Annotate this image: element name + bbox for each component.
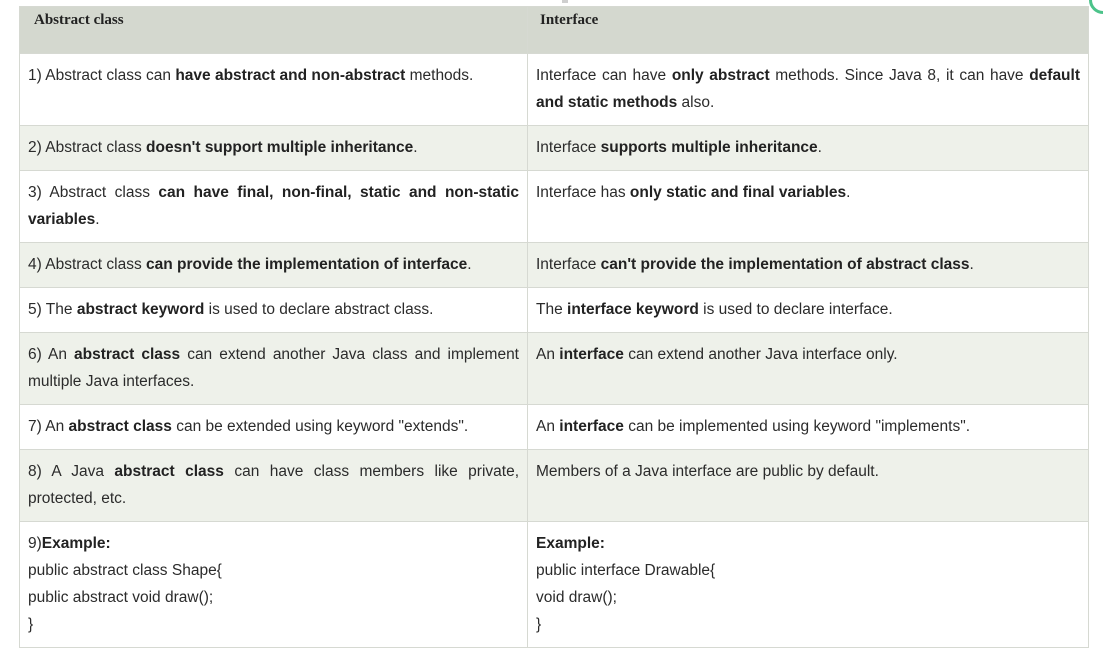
bold-text: abstract keyword [76,301,205,318]
cell-text: Interface [536,139,601,156]
example-label: Example: [536,535,605,552]
code-line: } [28,616,34,633]
cell-text: . [817,139,822,156]
bold-text: doesn't support multiple inheritance [146,139,414,156]
cell-text: . [95,211,100,228]
top-divider-mark [562,0,568,3]
cell-text: An [536,418,560,435]
bold-text: interface [559,346,624,363]
cell-text: also. [677,94,715,111]
code-line: } [536,616,542,633]
cell-text: 5) The [28,301,77,318]
cell-text: 2) Abstract class [28,139,147,156]
cell-text: 7) An [28,418,69,435]
cell-text: 6) An [28,346,74,363]
cell-text: can extend another Java class and implem… [28,346,519,390]
cell-interface: An interface can be implemented using ke… [527,404,1089,450]
example-row: 9)Example: public abstract class Shape{ … [19,521,1089,648]
table-row: 6) An abstract class can extend another … [19,332,1089,405]
example-number: 9) [28,535,42,552]
bold-text: abstract class [68,418,172,435]
cell-text: is used to declare interface. [698,301,893,318]
cell-interface: Interface can have only abstract methods… [527,53,1089,126]
corner-badge-icon [1089,0,1103,14]
bold-text: can have final, non-final, static and no… [28,184,520,228]
cell-abstract: 1) Abstract class can have abstract and … [19,53,528,126]
cell-abstract: 2) Abstract class doesn't support multip… [19,125,528,171]
table-header-row: Abstract class Interface [19,6,1089,54]
cell-abstract: 7) An abstract class can be extended usi… [19,404,528,450]
table-row: 3) Abstract class can have final, non-fi… [19,170,1089,243]
cell-text: An [536,346,560,363]
cell-abstract: 5) The abstract keyword is used to decla… [19,287,528,333]
code-line: void draw(); [536,589,617,606]
bold-text: have abstract and non-abstract [175,67,406,84]
code-line: public interface Drawable{ [536,562,716,579]
bold-text: interface keyword [567,301,699,318]
bold-text: supports multiple inheritance [600,139,818,156]
cell-text: . [413,139,418,156]
cell-text: 4) Abstract class [28,256,147,273]
code-line: public abstract void draw(); [28,589,214,606]
example-abstract-cell: 9)Example: public abstract class Shape{ … [19,521,528,648]
table-row: 8) A Java abstract class can have class … [19,449,1089,522]
cell-text: Members of a Java interface are public b… [536,463,879,480]
table-row: 2) Abstract class doesn't support multip… [19,125,1089,171]
cell-text: The [536,301,568,318]
cell-text: . [467,256,472,273]
header-interface: Interface [527,6,1089,54]
cell-text: 1) Abstract class can [28,67,176,84]
cell-text: is used to declare abstract class. [204,301,434,318]
cell-text: Interface [536,256,601,273]
bold-text: can provide the implementation of interf… [146,256,468,273]
table-row: 1) Abstract class can have abstract and … [19,53,1089,126]
comparison-table: Abstract class Interface 1) Abstract cla… [19,6,1089,648]
cell-abstract: 4) Abstract class can provide the implem… [19,242,528,288]
cell-text: can extend another Java interface only. [623,346,898,363]
table-row: 4) Abstract class can provide the implem… [19,242,1089,288]
bold-text: only abstract [671,67,770,84]
code-line: public abstract class Shape{ [28,562,222,579]
cell-interface: The interface keyword is used to declare… [527,287,1089,333]
cell-interface: Interface supports multiple inheritance. [527,125,1089,171]
cell-text: can be extended using keyword "extends". [171,418,469,435]
table-row: 5) The abstract keyword is used to decla… [19,287,1089,333]
cell-text: can have class members like private, pro… [28,463,520,507]
cell-text: . [969,256,974,273]
bold-text: abstract class [114,463,224,480]
table-row: 7) An abstract class can be extended usi… [19,404,1089,450]
cell-text: Interface can have [536,67,672,84]
header-abstract-class: Abstract class [19,6,528,54]
bold-text: abstract class [73,346,181,363]
cell-interface: Interface has only static and final vari… [527,170,1089,243]
bold-text: interface [559,418,624,435]
example-interface-cell: Example: public interface Drawable{ void… [527,521,1089,648]
cell-text: . [846,184,851,201]
cell-text: can be implemented using keyword "implem… [623,418,971,435]
cell-text: 3) Abstract class [28,184,159,201]
bold-text: default and static methods [536,67,1080,111]
cell-interface: Interface can't provide the implementati… [527,242,1089,288]
example-label: Example: [41,535,111,552]
bold-text: can't provide the implementation of abst… [600,256,970,273]
cell-interface: An interface can extend another Java int… [527,332,1089,405]
cell-interface: Members of a Java interface are public b… [527,449,1089,522]
cell-text: methods. Since Java 8, it can have [769,67,1030,84]
cell-text: 8) A Java [28,463,115,480]
cell-abstract: 8) A Java abstract class can have class … [19,449,528,522]
cell-text: methods. [405,67,474,84]
bold-text: only static and final variables [629,184,847,201]
cell-abstract: 3) Abstract class can have final, non-fi… [19,170,528,243]
cell-abstract: 6) An abstract class can extend another … [19,332,528,405]
cell-text: Interface has [536,184,630,201]
